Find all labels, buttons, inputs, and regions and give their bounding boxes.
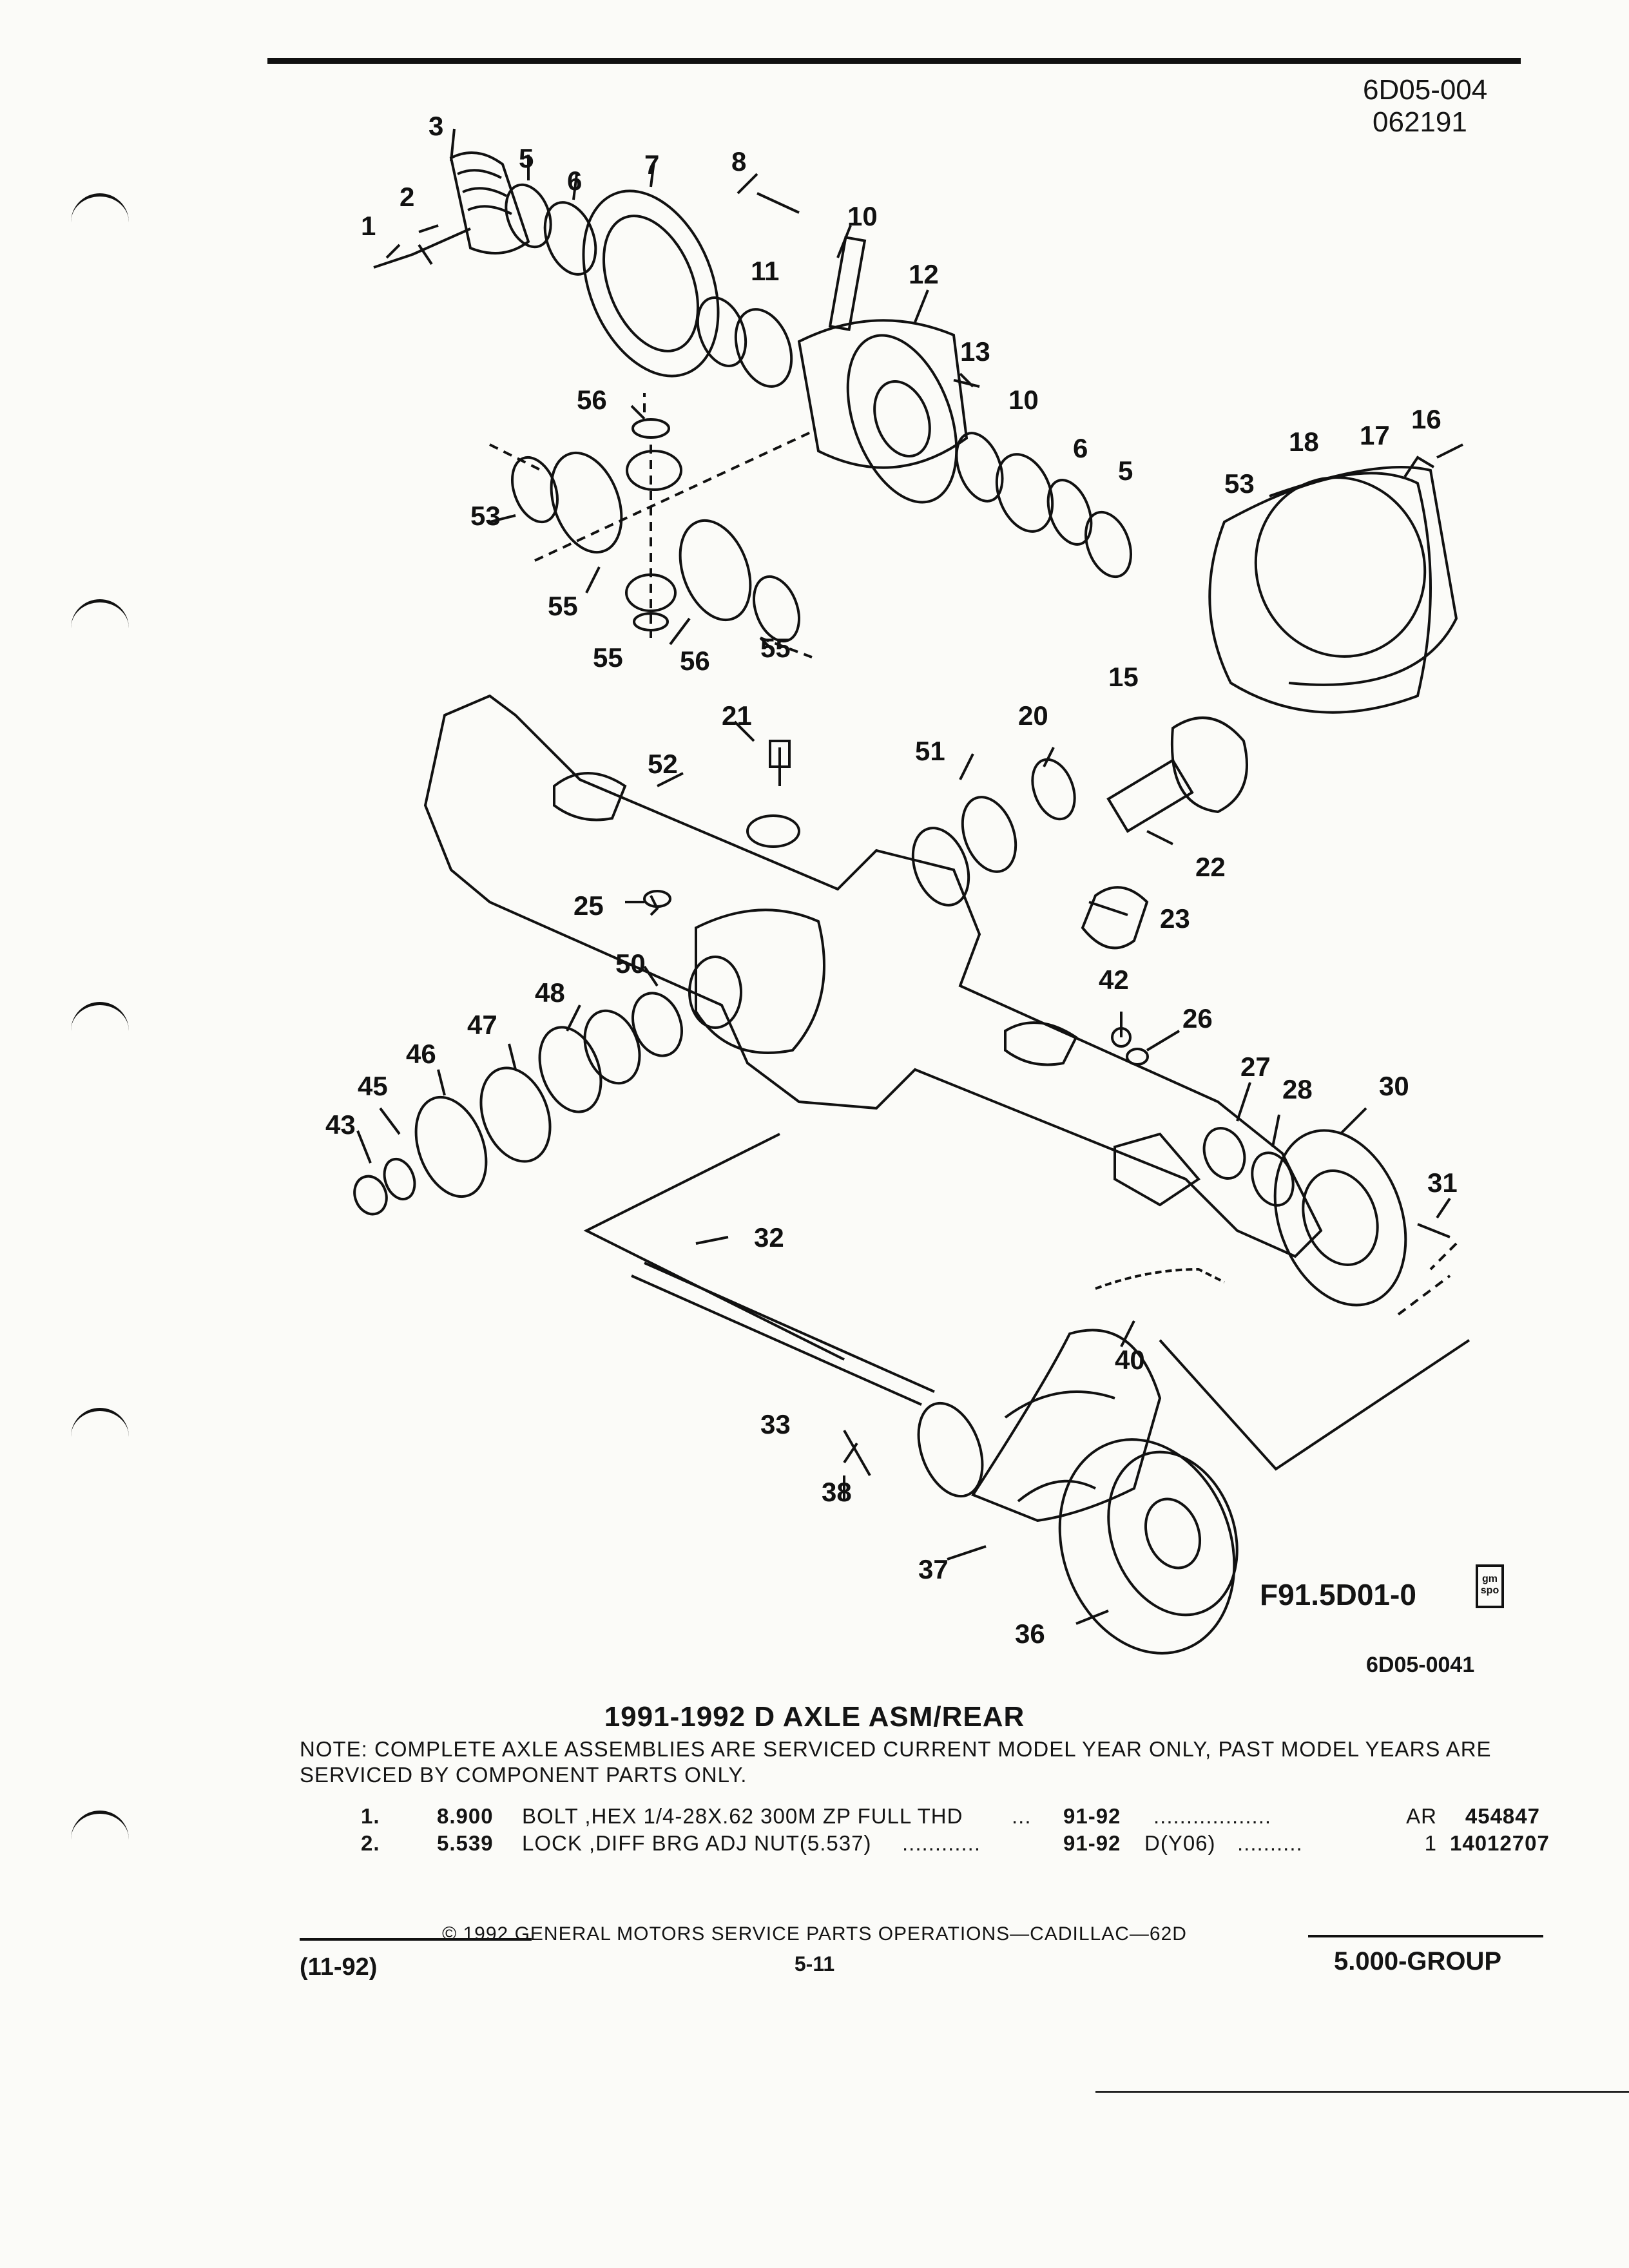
part-item-number: 2. <box>361 1831 380 1855</box>
callout-label: 55 <box>760 633 791 663</box>
part-group-ref: 5.539 <box>437 1831 494 1855</box>
callout-label: 40 <box>1115 1345 1145 1375</box>
part-quantity: AR <box>1406 1804 1437 1828</box>
callout-label: 12 <box>909 259 939 289</box>
part-number: 454847 <box>1465 1804 1540 1828</box>
binder-punch-mark <box>71 599 129 631</box>
callout-label: 28 <box>1282 1074 1313 1104</box>
callout-label: 2 <box>400 182 414 212</box>
callout-label: 47 <box>467 1010 497 1040</box>
callout-label: 27 <box>1240 1052 1271 1082</box>
callout-label: 21 <box>722 700 752 731</box>
callout-label: 45 <box>358 1071 388 1101</box>
callout-label: 51 <box>915 736 945 766</box>
revision-date: (11-92) <box>300 1954 378 1981</box>
parts-list: 1. 8.900 BOLT ,HEX 1/4-28X.62 300M ZP FU… <box>361 1804 1550 1858</box>
callout-label: 37 <box>918 1554 949 1584</box>
callout-label: 26 <box>1182 1003 1213 1033</box>
callout-label: 50 <box>615 948 646 979</box>
callout-label: 10 <box>847 201 878 231</box>
callout-label: 5 <box>519 143 534 173</box>
callout-label: 48 <box>535 977 565 1008</box>
part-group-ref: 8.900 <box>437 1804 494 1828</box>
callout-label: 33 <box>760 1409 791 1439</box>
copyright: © 1992 GENERAL MOTORS SERVICE PARTS OPER… <box>442 1923 1187 1945</box>
part-quantity: 1 <box>1424 1831 1437 1855</box>
part-description: BOLT ,HEX 1/4-28X.62 300M ZP FULL THD <box>522 1804 963 1828</box>
callout-label: 16 <box>1411 404 1441 434</box>
callout-label: 8 <box>731 146 746 177</box>
part-leader-dots: ............ <box>902 1831 981 1855</box>
part-leader-dots: ... <box>1012 1804 1032 1828</box>
part-number: 14012707 <box>1450 1831 1550 1855</box>
illustration-code: 6D05-0041 <box>1366 1653 1475 1677</box>
callout-label: 56 <box>577 385 607 415</box>
part-model-years: 91-92 <box>1063 1831 1121 1855</box>
callout-label: 25 <box>574 890 604 921</box>
callout-label: 20 <box>1018 700 1048 731</box>
exploded-axle-diagram: 1 2 3 5 6 7 8 10 11 12 13 10 6 5 56 53 5… <box>325 111 1470 1655</box>
callout-label: 32 <box>754 1222 784 1253</box>
callout-label: 36 <box>1015 1619 1045 1649</box>
part-usage-code: D(Y06) <box>1144 1831 1216 1855</box>
callout-label: 46 <box>406 1039 436 1069</box>
binder-punch-mark <box>71 1408 129 1439</box>
callout-label: 13 <box>960 336 990 367</box>
parts-row: 1. 8.900 BOLT ,HEX 1/4-28X.62 300M ZP FU… <box>361 1804 1540 1831</box>
callout-label: 17 <box>1360 420 1390 450</box>
callout-label: 23 <box>1160 903 1190 934</box>
callout-label: 55 <box>593 642 623 673</box>
footer-rule-left <box>300 1938 532 1941</box>
callout-label: 38 <box>822 1477 852 1507</box>
callout-label: 31 <box>1427 1168 1458 1198</box>
callout-label: 30 <box>1379 1071 1409 1101</box>
binder-punch-mark <box>71 193 129 225</box>
callout-label: 6 <box>1073 433 1088 463</box>
callout-label: 43 <box>325 1110 356 1140</box>
part-item-number: 1. <box>361 1804 380 1828</box>
group-number: 5.000-GROUP <box>1334 1947 1502 1975</box>
callout-label: 10 <box>1008 385 1039 415</box>
binder-punch-mark <box>71 1002 129 1033</box>
callout-label: 5 <box>1118 456 1133 486</box>
header-rule <box>267 58 1521 64</box>
callout-label: 22 <box>1195 852 1226 882</box>
bottom-scan-rule <box>1095 2091 1629 2093</box>
part-description: LOCK ,DIFF BRG ADJ NUT(5.537) <box>522 1831 872 1855</box>
callout-label: 52 <box>648 749 678 779</box>
callout-label: 53 <box>1224 468 1255 499</box>
callout-label: 42 <box>1099 965 1129 995</box>
doc-date: 062191 <box>1373 106 1467 138</box>
callout-label: 3 <box>429 111 443 141</box>
figure-id: F91.5D01-0 <box>1260 1578 1416 1611</box>
part-model-years: 91-92 <box>1063 1804 1121 1828</box>
callout-label: 18 <box>1289 427 1319 457</box>
parts-row: 2. 5.539 LOCK ,DIFF BRG ADJ NUT(5.537) .… <box>361 1831 1550 1858</box>
callout-label: 6 <box>567 166 582 196</box>
service-note: NOTE: COMPLETE AXLE ASSEMBLIES ARE SERVI… <box>300 1737 1492 1787</box>
callout-label: 11 <box>751 256 779 286</box>
callout-label: 7 <box>644 149 659 180</box>
callout-label: 15 <box>1108 662 1139 692</box>
callout-label: 53 <box>470 501 501 531</box>
gmspo-logo: gm spo <box>1476 1564 1504 1608</box>
callout-label: 56 <box>680 646 710 676</box>
assembly-title: 1991-1992 D AXLE ASM/REAR <box>604 1701 1025 1733</box>
footer-rule-right <box>1308 1935 1543 1937</box>
part-leader-dots: .................. <box>1153 1804 1272 1828</box>
page-number: 5-11 <box>794 1952 835 1975</box>
binder-punch-mark <box>71 1811 129 1842</box>
doc-code: 6D05-004 <box>1363 74 1488 106</box>
callout-label: 1 <box>361 211 376 241</box>
callout-label: 55 <box>548 591 578 621</box>
part-leader-dots: .......... <box>1237 1831 1303 1855</box>
